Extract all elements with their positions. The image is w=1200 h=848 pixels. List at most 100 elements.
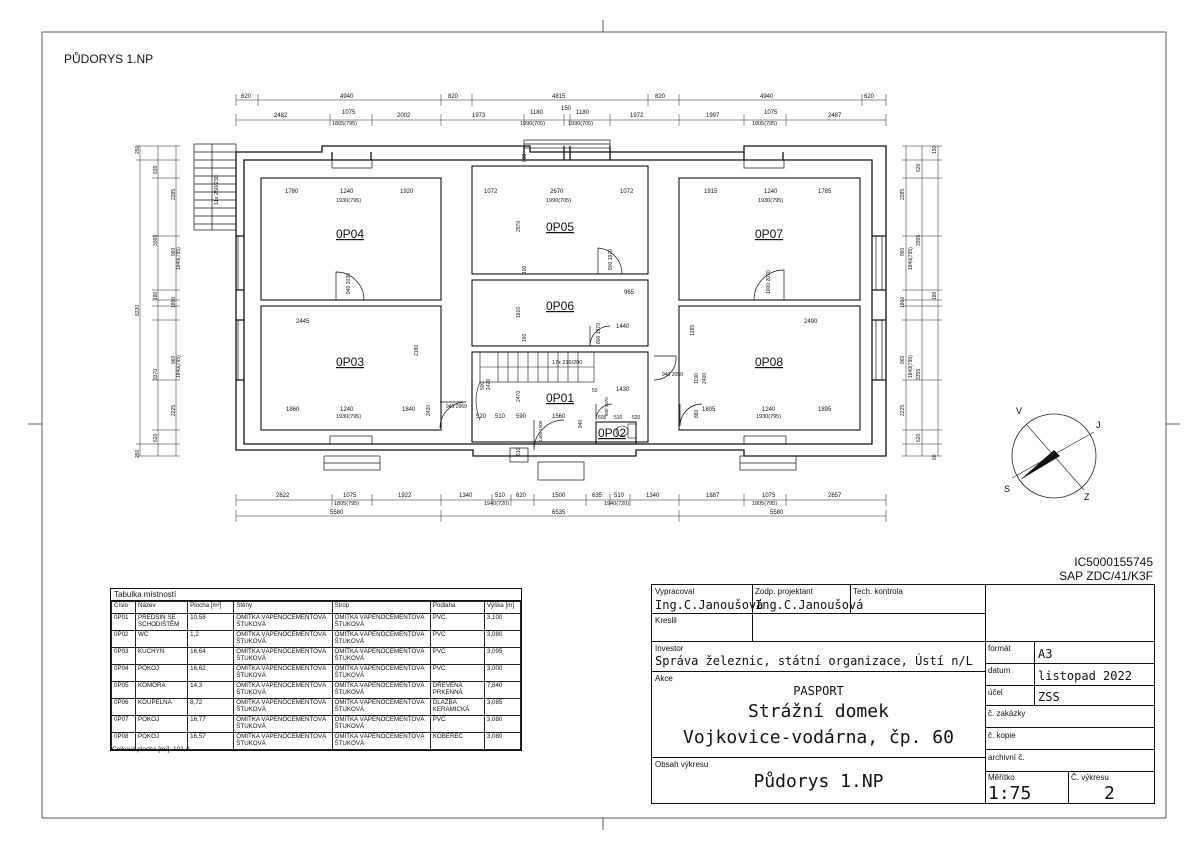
dim-top-4: 820 xyxy=(655,94,666,100)
dim-bottom2-1: 6535 xyxy=(552,510,566,516)
dim-top-1: 4940 xyxy=(340,94,354,100)
room-0P03-dim-2: 1860 xyxy=(286,407,300,413)
obsah-label: Obsah výkresu xyxy=(655,760,709,769)
dim-left-0: 250 xyxy=(135,145,141,154)
dim-right-0: 150 xyxy=(932,145,938,154)
table-cell: PVC xyxy=(429,664,485,682)
table-cell: PVC xyxy=(429,715,485,733)
table-cell: KOUPELNA xyxy=(135,698,189,716)
doors xyxy=(335,247,785,451)
table-cell: POKOJ xyxy=(135,715,189,733)
dim-top2-5: 150 xyxy=(561,106,572,112)
room-0P01-dim-1: 520 xyxy=(476,414,487,420)
room-0P02-dim-1: 510 xyxy=(614,415,623,421)
table-cell: OMÍTKA VÁPENOCEMENTOVÁ ŠTUKOVÁ xyxy=(331,681,431,699)
plan-dimension-texts: 620 4940 820 4815 820 4940 620 2482 1075… xyxy=(135,94,938,516)
dim-right-7: 1860 xyxy=(900,297,906,308)
table-cell: POKOJ xyxy=(135,732,189,750)
misc-label-9: 880 xyxy=(694,409,700,418)
north-arrow-icon: V J S Z xyxy=(1004,406,1101,502)
table-cell: 10,58 xyxy=(187,613,235,631)
room-label-0P05: 0P05 xyxy=(546,220,574,234)
table-cell: 3,080 xyxy=(483,630,522,648)
sheet-title: PŮDORYS 1.NP xyxy=(64,52,154,66)
table-cell: 1,2 xyxy=(187,630,235,648)
table-cell: KUCHYŇ xyxy=(135,647,189,665)
dim-top2-6: 1180 xyxy=(576,110,590,116)
table-cell: OMÍTKA VÁPENOCEMENTOVÁ ŠTUKOVÁ xyxy=(233,732,333,750)
dim-right-11: 2225 xyxy=(900,405,906,416)
table-cell: PVC xyxy=(429,613,485,631)
dim-top2-2: 2002 xyxy=(397,113,411,119)
table-cell: 7,840 xyxy=(483,681,522,699)
room-0P05-door: 800 1970 xyxy=(608,249,614,270)
dim-left-12: 2225 xyxy=(171,405,177,416)
compass-v: V xyxy=(1016,406,1022,416)
room-0P08-dim-4: 1895 xyxy=(818,407,832,413)
misc-label-4: 1420 xyxy=(486,379,492,390)
dim-bottom-3: 1340 xyxy=(459,493,473,499)
compass-s: S xyxy=(1004,484,1010,494)
dim-bottom-sub-1: 1940(720) xyxy=(484,501,509,507)
table-cell: 3,100 xyxy=(483,613,522,631)
room-0P01-dim-3: 590 xyxy=(516,414,527,420)
datum-value: listopad 2022 xyxy=(1038,669,1132,683)
dim-bottom-sub-3: 1805(795) xyxy=(752,501,777,507)
zodp-projektant-label: Zodp. projektant xyxy=(755,587,813,596)
dim-left-10: 960 xyxy=(171,355,177,364)
misc-label-5: 2420 xyxy=(426,405,432,416)
windows xyxy=(237,139,883,481)
room-0P01-stair: 17x 210/200 xyxy=(552,360,582,366)
room-labels: 0P04 0P05 0P07 0P06 0P03 0P08 0P01 0P02 xyxy=(336,220,783,440)
dim-top2-9: 1075 xyxy=(764,110,778,116)
obsah-value: Půdorys 1.NP xyxy=(753,771,884,792)
room-0P07-dim-0: 1915 xyxy=(704,189,718,195)
table-cell: OMÍTKA VÁPENOCEMENTOVÁ ŠTUKOVÁ xyxy=(233,630,333,648)
room-0P08-dim-0: 1285 xyxy=(690,325,696,336)
dim-top2-sub-0: 1805(795) xyxy=(332,121,357,127)
table-cell: 0P03 xyxy=(110,647,137,665)
vykres-value: 2 xyxy=(1104,783,1115,804)
table-cell: 3,095 xyxy=(483,647,522,665)
akce-type: PASPORT xyxy=(793,684,844,698)
dim-left-1: 635 xyxy=(153,165,159,174)
wc-fixture xyxy=(615,423,637,439)
dim-right-9: 960 xyxy=(900,355,906,364)
dim-top2-10: 2487 xyxy=(828,113,842,119)
table-cell: 16,57 xyxy=(187,732,235,750)
room-0P07-door: 1000 2070 xyxy=(766,270,772,294)
room-label-0P01: 0P01 xyxy=(546,391,574,405)
table-cell: 16,64 xyxy=(187,647,235,665)
table-cell: DŘEVĚNÁ PRKENNÁ xyxy=(429,681,485,699)
dim-top-2: 820 xyxy=(448,94,459,100)
table-cell: OMÍTKA VÁPENOCEMENTOVÁ ŠTUKOVÁ xyxy=(331,698,431,716)
room-0P08-dim-3: 1240 xyxy=(762,407,776,413)
dim-top2-sub-3: 1805(795) xyxy=(752,121,777,127)
dim-bottom-8: 510 xyxy=(614,493,625,499)
datum-label: datum xyxy=(988,666,1011,675)
table-header-cell: Stěny xyxy=(233,601,333,614)
table-cell: 16,62 xyxy=(187,664,235,682)
table-cell: OMÍTKA VÁPENOCEMENTOVÁ ŠTUKOVÁ xyxy=(233,664,333,682)
table-header-row: Číslo Název Plocha [m²] Stěny Strop Podl… xyxy=(110,601,522,614)
room-0P08-dim-1: 2490 xyxy=(804,319,818,325)
room-label-0P08: 0P08 xyxy=(755,355,783,369)
interior-stair xyxy=(475,351,595,421)
room-0P01-dim-5: 1430 xyxy=(616,387,630,393)
dim-bottom-2: 1922 xyxy=(398,493,412,499)
table-header-cell: Podlaha xyxy=(429,601,485,614)
dim-bottom-sub-2: 1940(720) xyxy=(604,501,629,507)
dim-left-9: 3370 xyxy=(153,369,159,380)
format-label: formát xyxy=(988,644,1011,653)
table-cell: WC xyxy=(135,630,189,648)
misc-label-3: 500 xyxy=(480,381,486,390)
meritko-value: 1:75 xyxy=(988,783,1032,804)
room-0P06-door: 800 1970 xyxy=(596,323,602,344)
table-cell: OMÍTKA VÁPENOCEMENTOVÁ ŠTUKOVÁ xyxy=(331,715,431,733)
misc-label-2: 630 xyxy=(522,153,528,162)
misc-label-7: 1190 xyxy=(694,373,700,384)
